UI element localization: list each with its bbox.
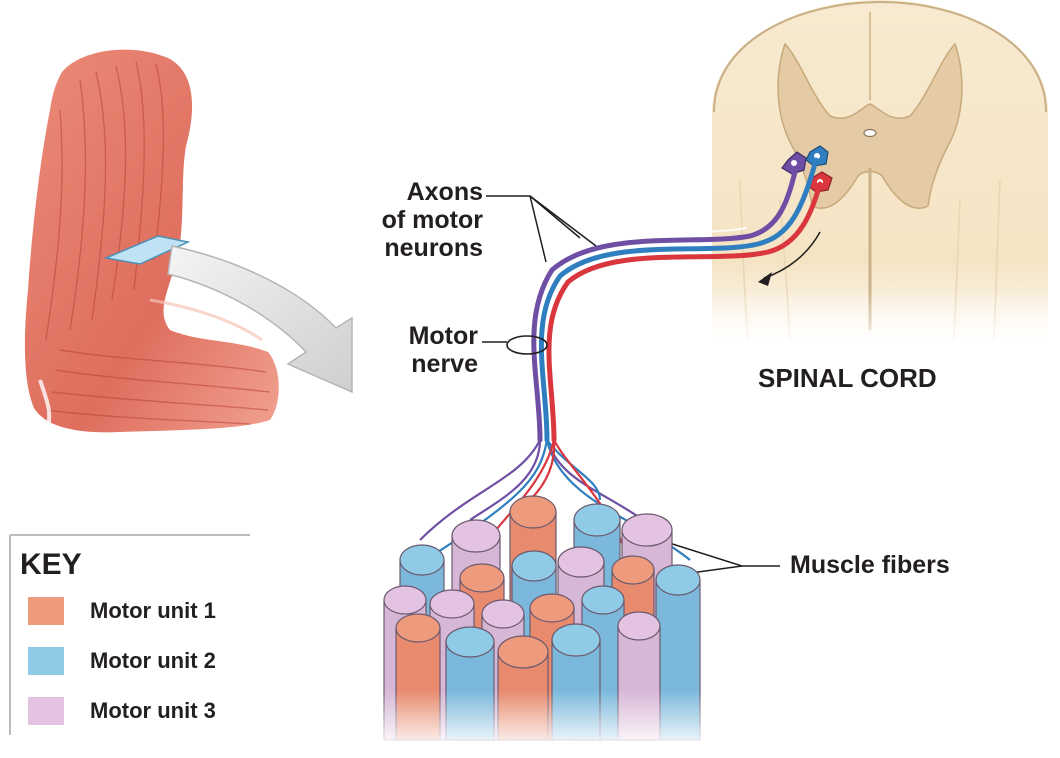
nerve-label-line1: Motor xyxy=(366,322,478,350)
key-label: Motor unit 1 xyxy=(90,598,216,624)
key-item-motor-unit-1: Motor unit 1 xyxy=(28,594,216,628)
swatch-motor-unit-1 xyxy=(28,597,64,625)
spinal-cord-label: SPINAL CORD xyxy=(758,364,937,393)
axons-label-line2: of motor xyxy=(348,206,483,234)
axons-label-line3: neurons xyxy=(348,234,483,262)
key-title: KEY xyxy=(20,548,82,582)
swatch-motor-unit-3 xyxy=(28,697,64,725)
key-label: Motor unit 2 xyxy=(90,648,216,674)
nerve-label-line2: nerve xyxy=(366,350,478,378)
key-item-motor-unit-3: Motor unit 3 xyxy=(28,694,216,728)
muscle-fibers-label: Muscle fibers xyxy=(790,551,950,579)
key-item-motor-unit-2: Motor unit 2 xyxy=(28,644,216,678)
swatch-motor-unit-2 xyxy=(28,647,64,675)
axons-label-line1: Axons xyxy=(348,178,483,206)
key-label: Motor unit 3 xyxy=(90,698,216,724)
axons-of-motor-neurons-label: Axons of motor neurons xyxy=(348,178,483,262)
spinal-cord-illustration xyxy=(700,0,1060,352)
motor-nerve-label: Motor nerve xyxy=(366,322,478,378)
muscle-fiber-bundle xyxy=(370,496,710,750)
